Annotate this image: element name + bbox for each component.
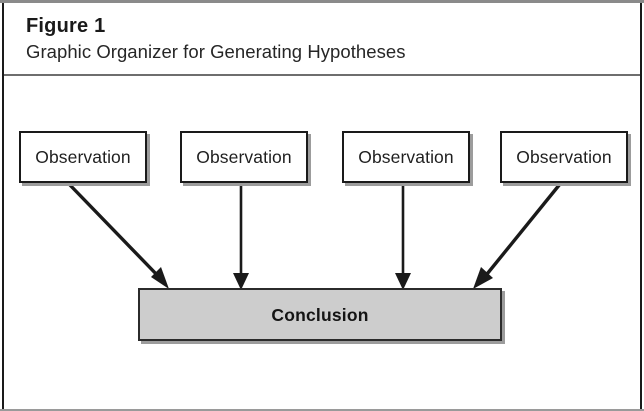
node-observation-1[interactable]: Observation (19, 131, 147, 183)
node-observation-1-label: Observation (35, 147, 131, 167)
edge-observation-3-to-conclusion (395, 184, 411, 290)
panel-bottom-rule (0, 409, 644, 411)
edge-observation-2-to-conclusion (233, 184, 249, 290)
panel-top-rule (0, 0, 644, 3)
panel-left-rule (2, 3, 4, 409)
figure-caption: Graphic Organizer for Generating Hypothe… (26, 41, 406, 62)
edge-observation-4-to-conclusion (473, 182, 562, 289)
node-observation-3[interactable]: Observation (342, 131, 470, 183)
node-observation-2[interactable]: Observation (180, 131, 308, 183)
node-observation-2-label: Observation (196, 147, 292, 167)
node-observation-4-label: Observation (516, 147, 612, 167)
node-conclusion[interactable]: Conclusion (138, 288, 502, 341)
edge-observation-1-to-conclusion (67, 182, 169, 289)
arrow-layer (67, 182, 562, 290)
diagram-canvas: Observation Observation Observation Obse… (4, 76, 640, 409)
figure-number: Figure 1 (26, 15, 106, 37)
header-divider (4, 74, 640, 76)
node-observation-4[interactable]: Observation (500, 131, 628, 183)
figure-header: Figure 1 Graphic Organizer for Generatin… (4, 3, 640, 74)
node-conclusion-label: Conclusion (271, 304, 369, 325)
node-observation-3-label: Observation (358, 147, 454, 167)
panel-right-rule (640, 3, 642, 409)
